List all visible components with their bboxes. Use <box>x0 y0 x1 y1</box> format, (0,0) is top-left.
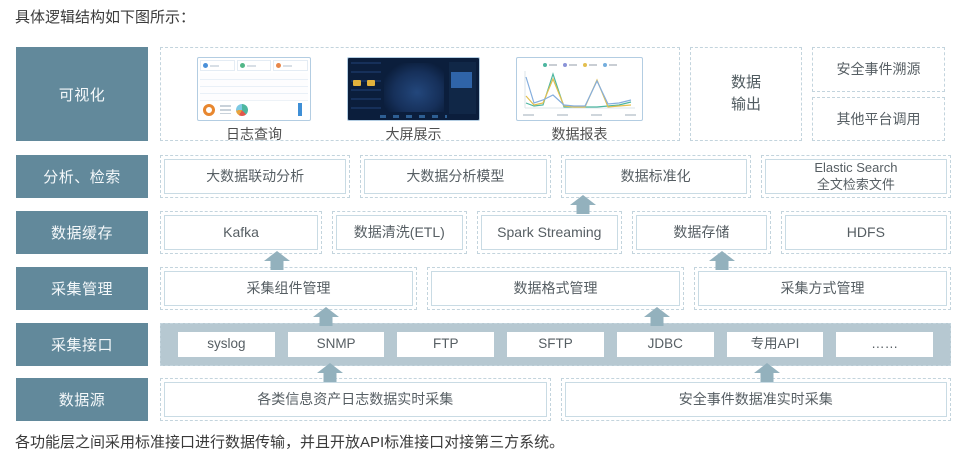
interface-band: syslog SNMP FTP SFTP JDBC 专用API …… <box>160 323 951 366</box>
collection-method-mgmt-box: 采集方式管理 <box>698 271 947 306</box>
kafka-box: Kafka <box>164 215 319 250</box>
alert-icon <box>353 80 361 86</box>
bigscreen-map-thumbnail-icon <box>347 57 480 121</box>
up-arrow <box>644 307 670 326</box>
hdfs-box: HDFS <box>784 215 947 250</box>
elastic-search-box: Elastic Search 全文检索文件 <box>764 159 947 194</box>
mini-charts <box>200 100 308 118</box>
sftp-box: SFTP <box>507 332 604 357</box>
x-axis-ticks <box>519 114 640 116</box>
up-arrow <box>709 251 735 270</box>
thumbnail-caption: 大屏展示 <box>385 126 442 142</box>
table-rows <box>200 73 308 100</box>
alert-icon <box>367 80 375 86</box>
visualization-content: 日志查询 大屏展示 <box>160 47 951 144</box>
visualization-thumbnails-group: 日志查询 大屏展示 <box>160 47 680 144</box>
up-arrow <box>570 195 596 214</box>
layer-visualization: 可视化 <box>16 47 951 144</box>
chart-legend <box>519 60 640 69</box>
data-output-box: 数据 输出 <box>690 47 802 141</box>
footer-note: 各功能层之间采用标准接口进行数据传输，并且开放API标准接口对接第三方系统。 <box>15 434 565 451</box>
ftp-box: FTP <box>397 332 495 357</box>
text-lines <box>220 105 231 114</box>
other-platform-call-box: 其他平台调用 <box>812 96 945 141</box>
left-panel <box>351 62 381 116</box>
snmp-box: SNMP <box>287 332 385 357</box>
data-format-mgmt-box: 数据格式管理 <box>431 271 680 306</box>
data-standardization-box: 数据标准化 <box>564 159 747 194</box>
ellipsis-box: …… <box>836 332 934 357</box>
map-area <box>384 63 444 112</box>
up-arrow <box>313 307 339 326</box>
collection-component-mgmt-box: 采集组件管理 <box>164 271 413 306</box>
layer-data-source: 数据源 各类信息资产日志数据实时采集 安全事件数据准实时采集 <box>16 378 951 421</box>
asset-log-realtime-collection-box: 各类信息资产日志数据实时采集 <box>164 382 547 417</box>
thumbnail-bigscreen: 大屏展示 <box>347 57 480 144</box>
bottom-ticker <box>380 115 447 118</box>
data-storage-box: 数据存储 <box>636 215 767 250</box>
layer-label-collection-interface: 采集接口 <box>16 323 148 366</box>
etl-box: 数据清洗(ETL) <box>336 215 463 250</box>
layer-analysis-search: 分析、检索 大数据联动分析 大数据分析模型 数据标准化 Elastic Sear… <box>16 155 951 198</box>
bigdata-linkage-analysis-box: 大数据联动分析 <box>164 159 347 194</box>
line-chart-thumbnail-icon <box>516 57 643 121</box>
bigdata-analysis-model-box: 大数据分析模型 <box>364 159 547 194</box>
up-arrow <box>317 363 343 382</box>
page-title: 具体逻辑结构如下图所示： <box>15 9 196 26</box>
thumbnail-log-query: 日志查询 <box>197 57 311 144</box>
layer-label-visualization: 可视化 <box>16 47 148 141</box>
up-arrow <box>264 251 290 270</box>
syslog-box: syslog <box>178 332 275 357</box>
jdbc-box: JDBC <box>616 332 714 357</box>
thumbnail-caption: 数据报表 <box>551 126 608 142</box>
output-targets: 安全事件溯源 其他平台调用 <box>812 47 945 141</box>
up-arrow <box>754 363 780 382</box>
stat-cards <box>200 60 309 71</box>
right-panel <box>449 62 476 114</box>
pie-chart-icon <box>236 103 248 116</box>
layer-data-cache: 数据缓存 Kafka 数据清洗(ETL) Spark Streaming 数据存… <box>16 211 951 254</box>
layer-label-analysis-search: 分析、检索 <box>16 155 148 198</box>
dashboard-thumbnail-icon <box>197 57 311 121</box>
security-event-near-realtime-box: 安全事件数据准实时采集 <box>564 382 947 417</box>
security-event-trace-box: 安全事件溯源 <box>812 47 945 92</box>
layer-label-data-cache: 数据缓存 <box>16 211 148 254</box>
dedicated-api-box: 专用API <box>726 332 824 357</box>
layer-label-data-source: 数据源 <box>16 378 148 421</box>
layer-collection-interface: 采集接口 syslog SNMP FTP SFTP JDBC 专用API …… <box>16 323 951 366</box>
line-chart-plot <box>524 71 635 109</box>
panel-chart <box>451 72 472 88</box>
spark-streaming-box: Spark Streaming <box>480 215 619 250</box>
layer-label-collection-management: 采集管理 <box>16 267 148 310</box>
bar-icon <box>298 103 302 116</box>
donut-chart-icon <box>203 103 215 116</box>
layer-collection-management: 采集管理 采集组件管理 数据格式管理 采集方式管理 <box>16 267 951 310</box>
thumbnail-caption: 日志查询 <box>226 126 282 142</box>
thumbnail-report: 数据报表 <box>516 57 643 144</box>
